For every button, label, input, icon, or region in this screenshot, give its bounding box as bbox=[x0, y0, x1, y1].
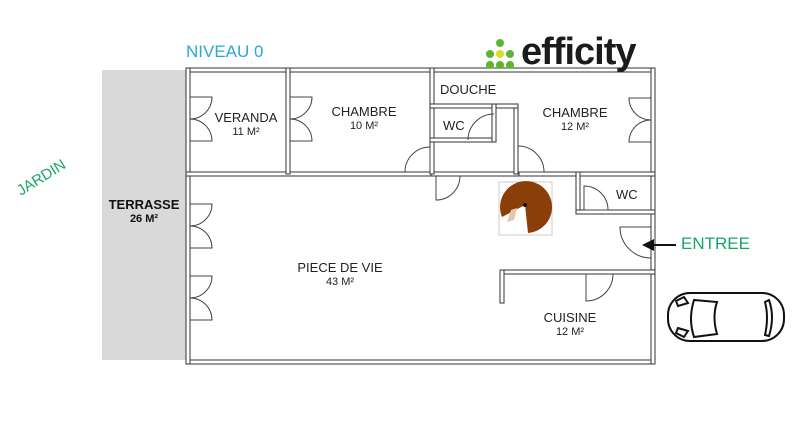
room-cuisine: CUISINE 12 M² bbox=[530, 310, 610, 340]
room-name: PIECE DE VIE bbox=[297, 260, 383, 275]
terrace-label: TERRASSE 26 M² bbox=[102, 197, 186, 227]
room-name: CHAMBRE bbox=[542, 105, 608, 120]
room-name: CUISINE bbox=[543, 310, 597, 325]
level-title: NIVEAU 0 bbox=[186, 42, 264, 61]
room-name: DOUCHE bbox=[440, 82, 497, 97]
room-name: CHAMBRE bbox=[331, 104, 397, 119]
room-area: 12 M² bbox=[555, 326, 585, 338]
car-icon bbox=[667, 292, 785, 342]
room-veranda: VERANDA 11 M² bbox=[206, 110, 286, 140]
room-area: 10 M² bbox=[349, 120, 379, 132]
spiral-staircase-icon bbox=[498, 181, 553, 236]
room-name: WC bbox=[443, 118, 465, 133]
wall-left bbox=[185, 67, 191, 365]
room-area: 12 M² bbox=[560, 121, 590, 133]
room-name: WC bbox=[616, 187, 638, 202]
wall-bottom bbox=[185, 359, 656, 365]
room-wc-entree: WC bbox=[616, 187, 638, 202]
room-chambre-10: CHAMBRE 10 M² bbox=[300, 104, 428, 134]
room-area: 43 M² bbox=[325, 276, 355, 288]
room-name: VERANDA bbox=[214, 110, 278, 125]
room-area: 11 M² bbox=[232, 126, 260, 138]
terrace-name: TERRASSE bbox=[108, 197, 180, 212]
terrace-area-value: 26 M² bbox=[129, 213, 159, 225]
room-piece-de-vie: PIECE DE VIE 43 M² bbox=[280, 260, 400, 290]
entrance-label: ENTREE bbox=[681, 234, 750, 253]
room-chambre-12: CHAMBRE 12 M² bbox=[530, 105, 620, 135]
logo-dots-icon bbox=[486, 39, 514, 69]
wall-right bbox=[650, 67, 656, 365]
entrance-arrow-icon bbox=[642, 239, 676, 251]
terrace-area bbox=[102, 70, 186, 360]
logo-text: efficity bbox=[521, 31, 636, 73]
room-douche: DOUCHE bbox=[440, 82, 496, 97]
room-wc-douche: WC bbox=[443, 118, 465, 133]
